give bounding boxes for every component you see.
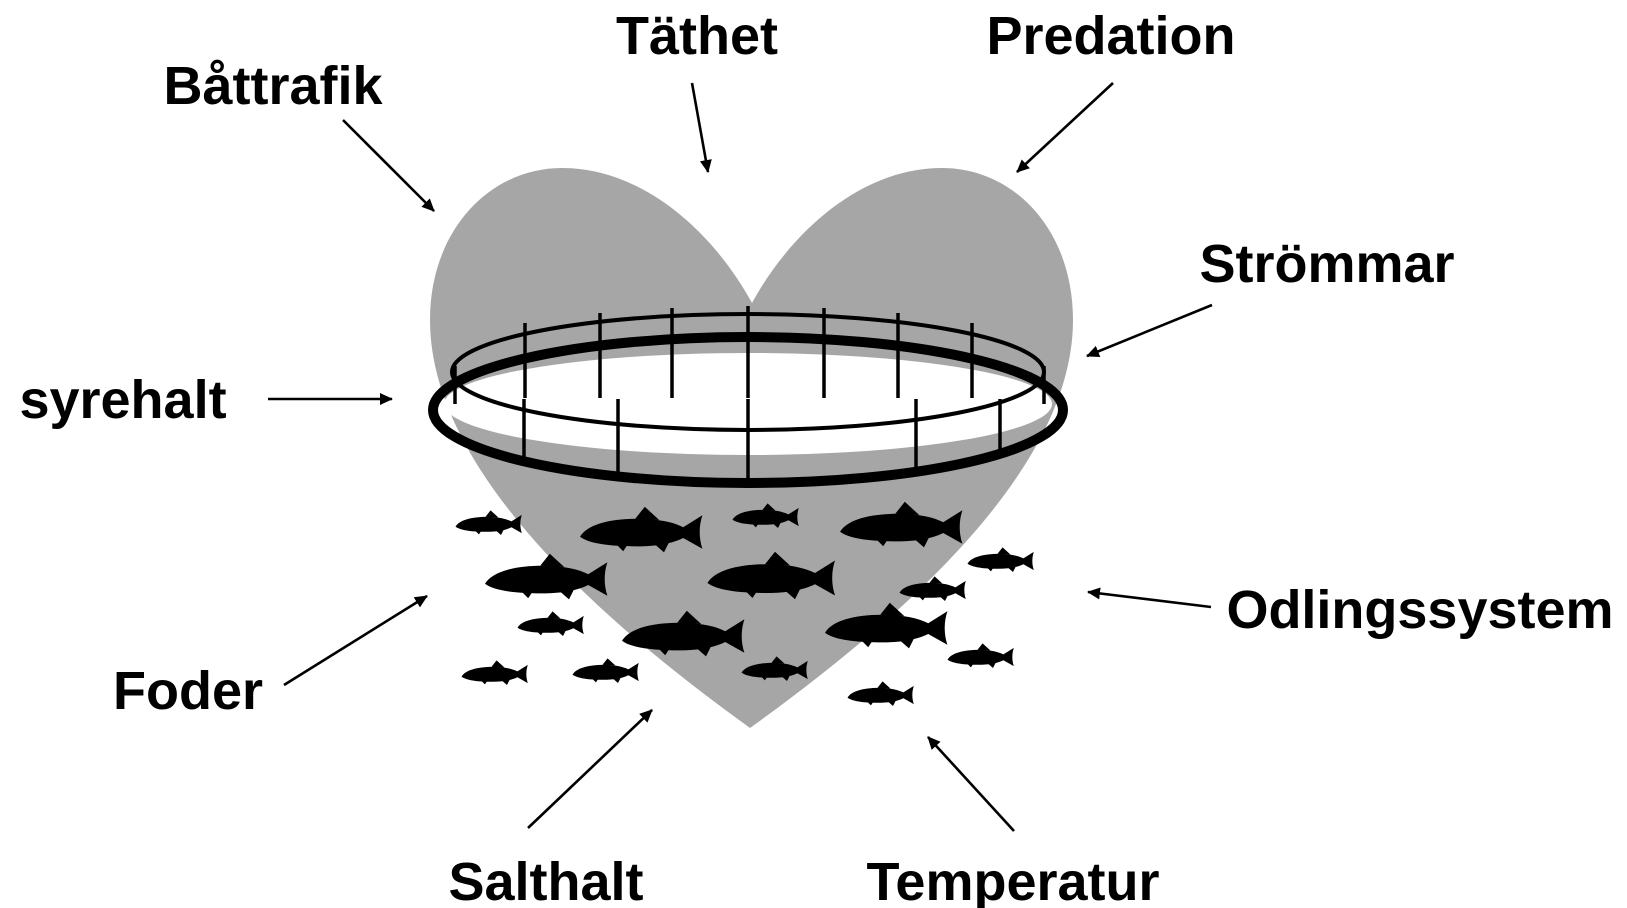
label-tathet: Täthet <box>616 6 778 66</box>
arrow-salthalt <box>528 710 652 828</box>
label-syrehalt: syrehalt <box>19 370 226 430</box>
arrow-temperatur <box>928 737 1014 831</box>
arrow-tathet <box>692 83 708 172</box>
arrow-battrafik <box>343 120 434 211</box>
label-strommar: Strömmar <box>1199 234 1454 294</box>
label-temperatur: Temperatur <box>866 852 1159 908</box>
label-odlingssystem: Odlingssystem <box>1226 580 1613 640</box>
fish-icon <box>968 547 1034 572</box>
fish-icon <box>573 658 639 683</box>
fish-icon <box>456 510 522 535</box>
arrow-predation <box>1017 83 1113 172</box>
label-salthalt: Salthalt <box>448 852 643 908</box>
arrow-odlingssystem <box>1088 592 1211 607</box>
fish-icon <box>948 643 1014 668</box>
arrow-foder <box>284 596 427 685</box>
label-predation: Predation <box>986 6 1235 66</box>
label-battrafik: Båttrafik <box>163 56 383 116</box>
fish-icon <box>848 681 914 706</box>
label-foder: Foder <box>113 661 263 721</box>
arrow-strommar <box>1087 305 1212 356</box>
fish-icon <box>518 611 584 636</box>
fish-icon <box>462 660 528 685</box>
